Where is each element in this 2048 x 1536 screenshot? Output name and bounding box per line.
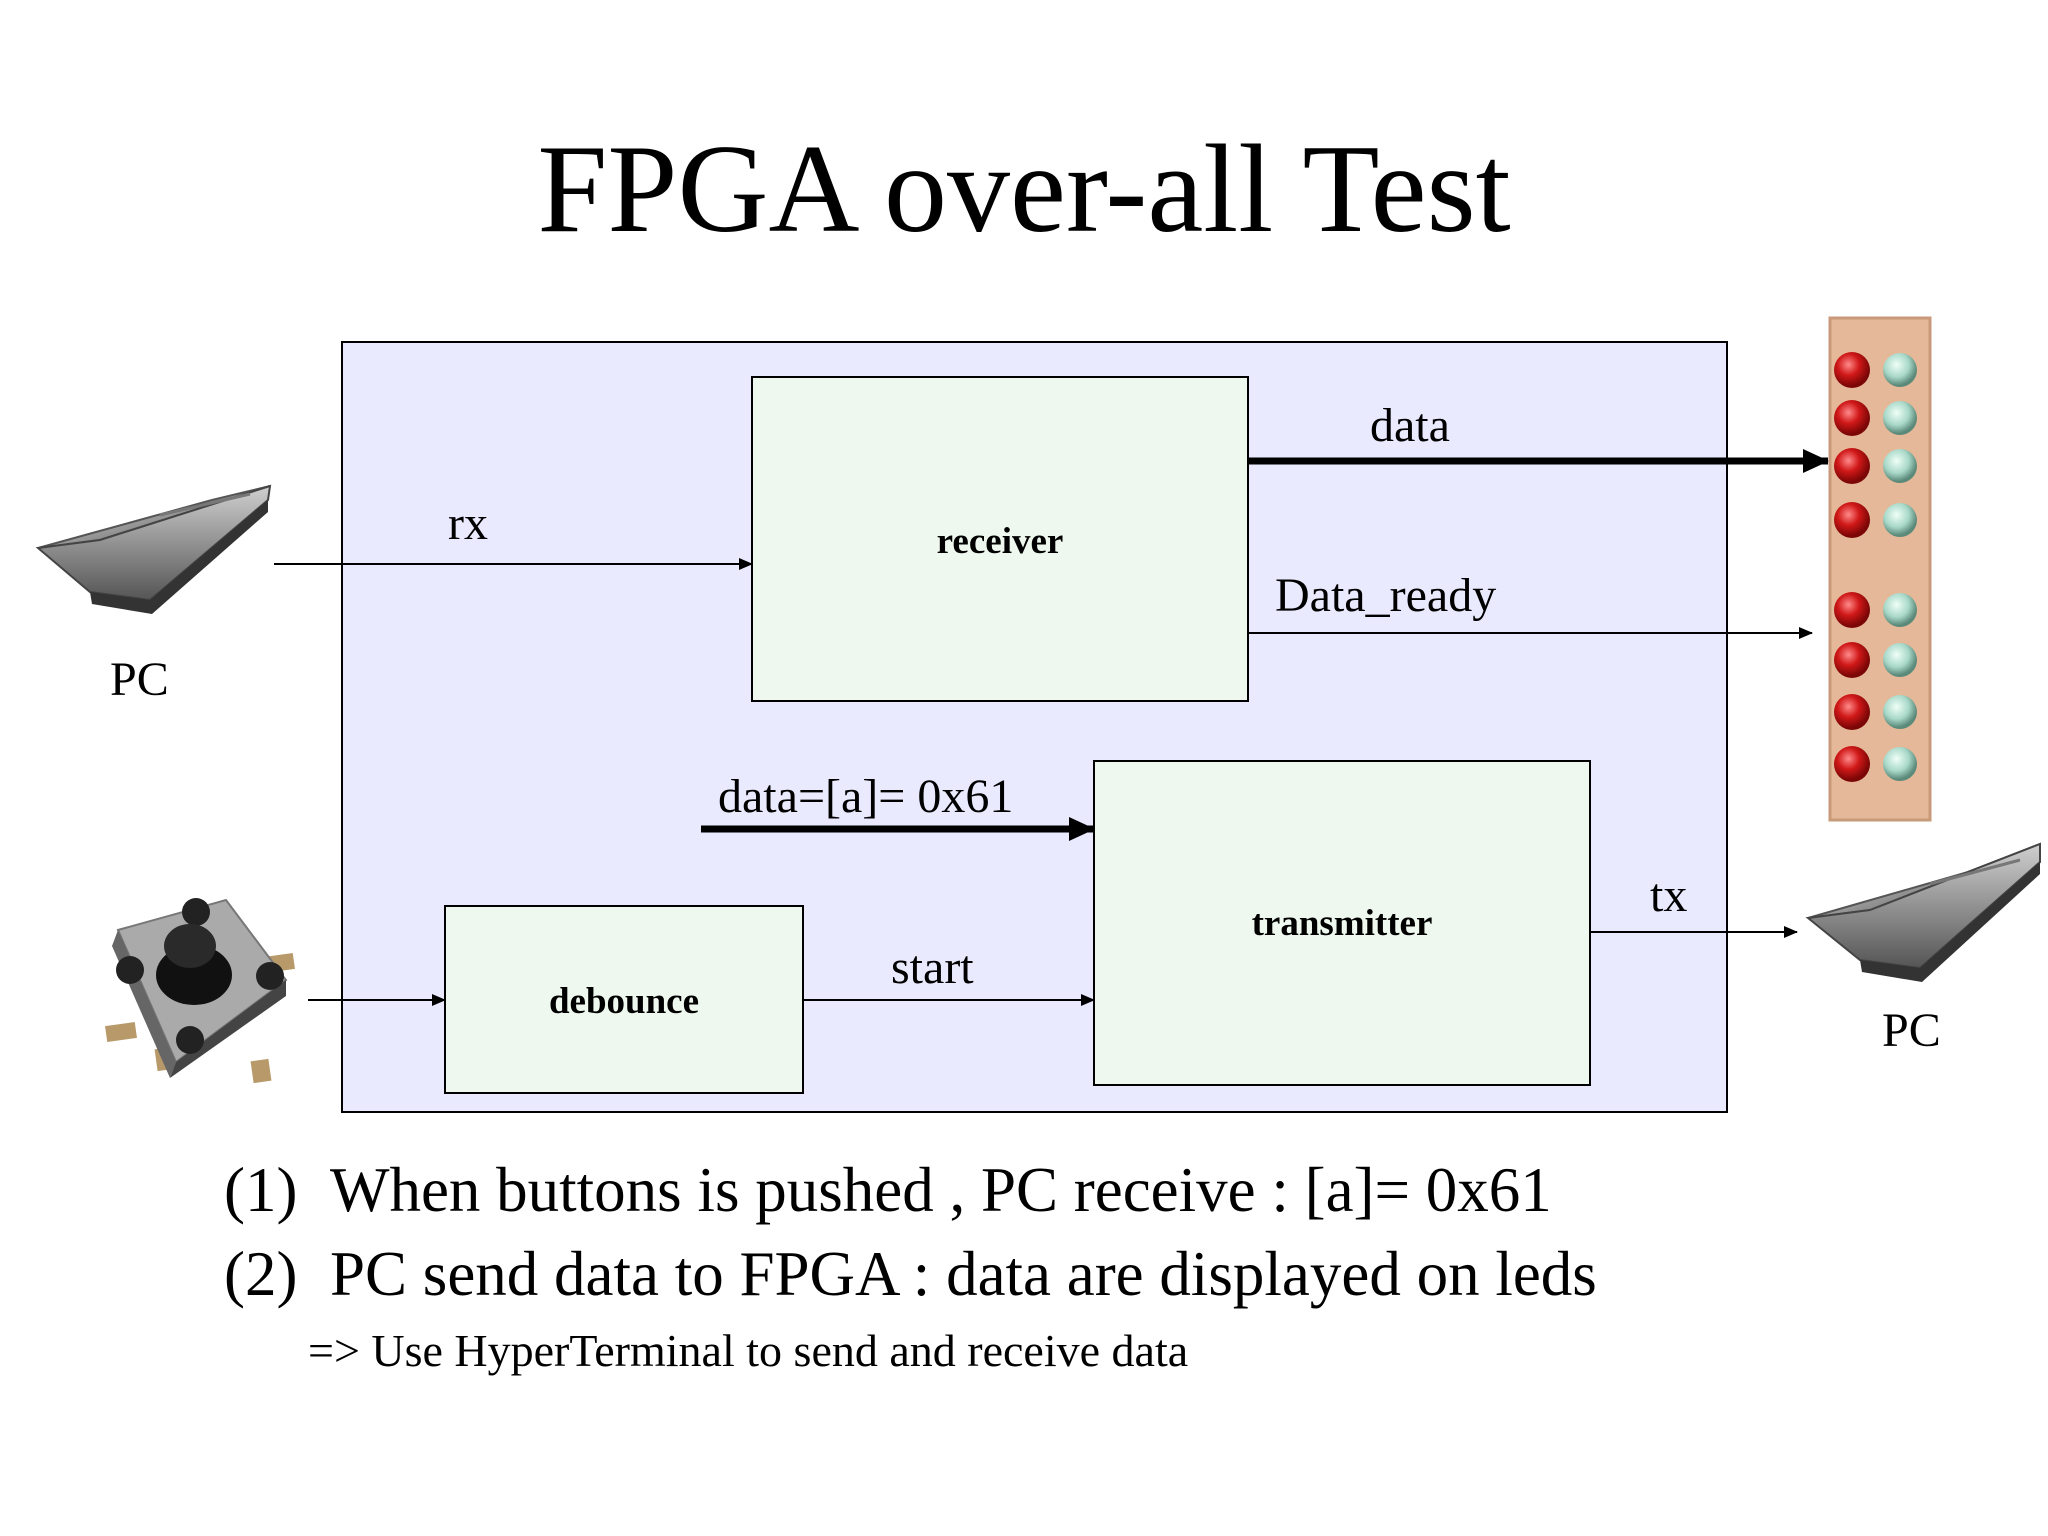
- pc-right-label: PC: [1882, 1004, 1941, 1057]
- transmitter-block: [1093, 760, 1591, 1086]
- push-button-icon: [105, 898, 295, 1084]
- bullet-text: When buttons is pushed , PC receive : [a…: [330, 1155, 1552, 1225]
- debounce-label: debounce: [548, 981, 700, 1022]
- page-title: FPGA over-all Test: [537, 120, 1511, 259]
- start-label: start: [891, 941, 974, 994]
- pc-left-label: PC: [110, 653, 169, 706]
- laptop-left-icon: [35, 484, 272, 614]
- bullet-list: (1) When buttons is pushed , PC receive …: [224, 1148, 1597, 1316]
- laptop-right-icon: [1805, 842, 2041, 982]
- data-const-label: data=[a]= 0x61: [718, 770, 1014, 823]
- tx-label: tx: [1650, 869, 1688, 922]
- rx-label: rx: [448, 497, 488, 550]
- usage-note: => Use HyperTerminal to send and receive…: [308, 1325, 1189, 1376]
- bullet-item: (2) PC send data to FPGA : data are disp…: [224, 1232, 1597, 1316]
- bullet-item: (1) When buttons is pushed , PC receive …: [224, 1148, 1597, 1232]
- debounce-block: [444, 905, 804, 1094]
- data-ready-label: Data_ready: [1275, 569, 1497, 622]
- bullet-number: (2): [224, 1239, 298, 1309]
- bullet-text: PC send data to FPGA : data are displaye…: [330, 1239, 1597, 1309]
- bullet-number: (1): [224, 1155, 298, 1225]
- data-label: data: [1370, 399, 1450, 452]
- led-board-icon: [1828, 316, 1932, 822]
- receiver-label: receiver: [936, 521, 1064, 562]
- receiver-block: [751, 376, 1249, 702]
- transmitter-label: transmitter: [1251, 903, 1433, 944]
